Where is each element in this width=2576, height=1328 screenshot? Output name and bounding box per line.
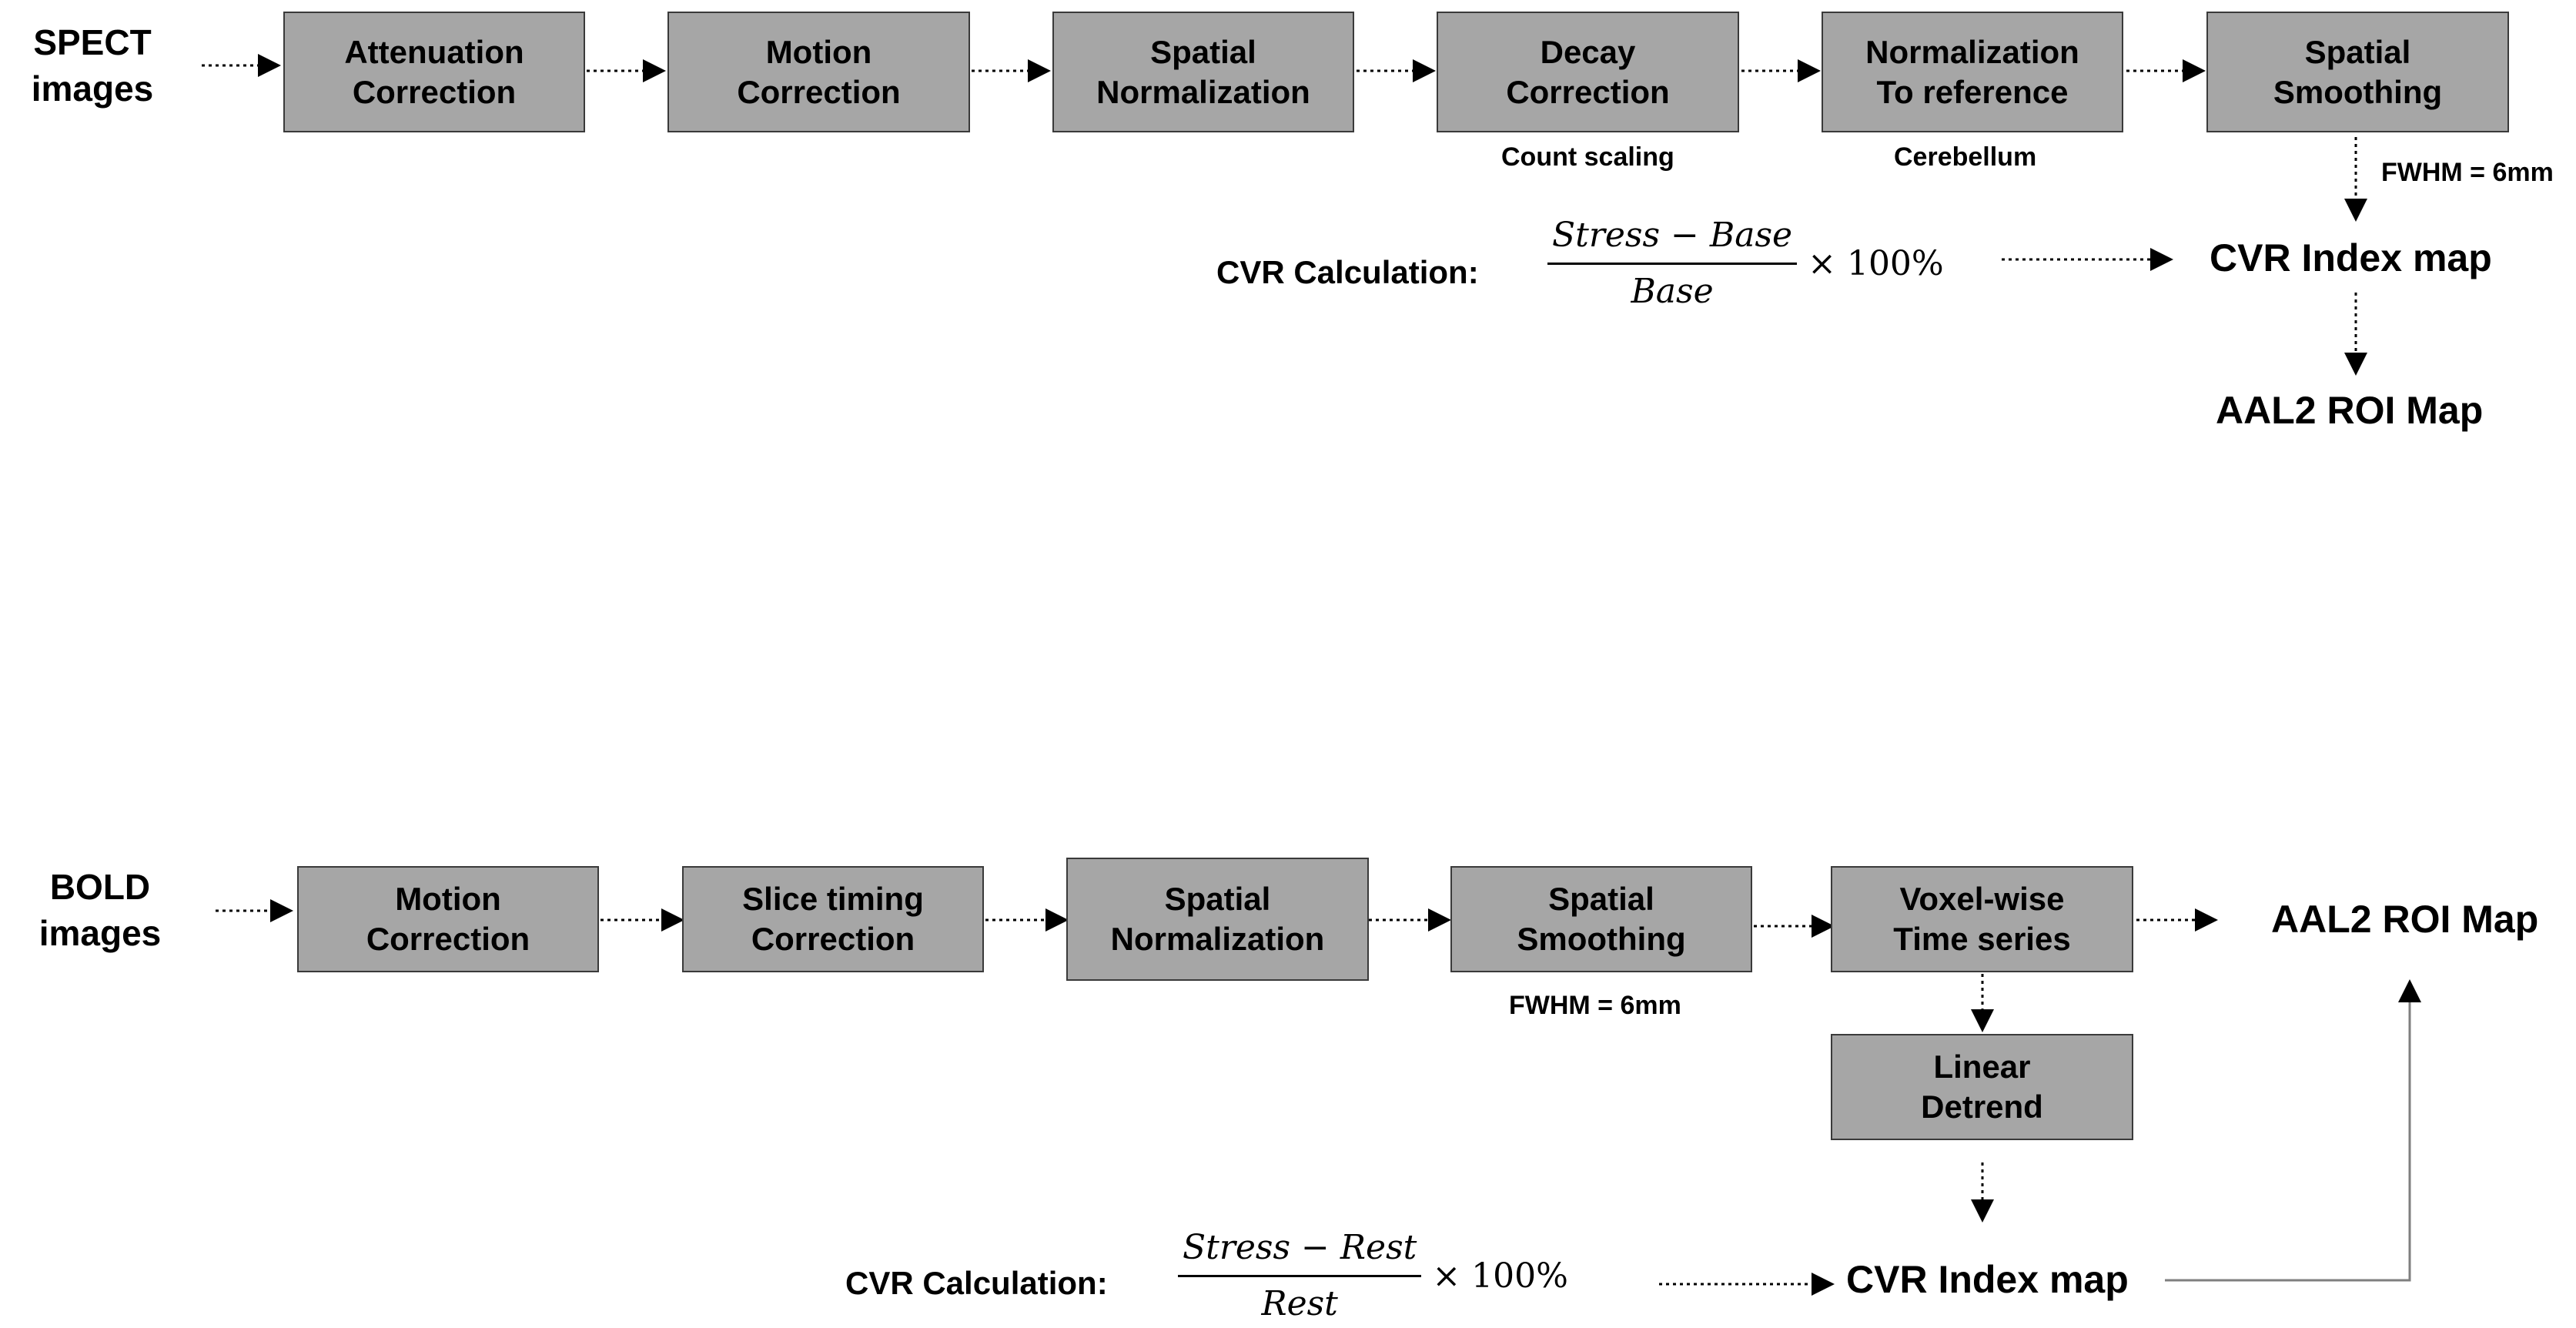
bold-cvr-formula: Stress − Rest Rest × 100%	[1178, 1224, 1568, 1328]
spect-formula-numerator: Stress − Base	[1552, 216, 1793, 255]
spect-note-cerebellum: Cerebellum	[1894, 142, 2037, 172]
step-label: Attenuation Correction	[344, 33, 524, 110]
bold-step-spatial-normalization: Spatial Normalization	[1066, 858, 1369, 981]
step-label: Normalization To reference	[1865, 33, 2079, 110]
bold-formula-numerator: Stress − Rest	[1183, 1228, 1417, 1267]
spect-step-attenuation-correction: Attenuation Correction	[283, 12, 585, 132]
spect-cvr-index-map: CVR Index map	[2210, 236, 2492, 279]
spect-source-label: SPECT images	[31, 22, 154, 109]
spect-formula-denominator: Base	[1631, 272, 1714, 311]
bold-formula-denominator: Rest	[1261, 1284, 1338, 1323]
spect-aal2-roi-map: AAL2 ROI Map	[2216, 389, 2484, 432]
arrow-bold-index-to-roi	[2165, 979, 2421, 1282]
spect-step-decay-correction: Decay Correction	[1437, 12, 1739, 132]
spect-step-normalization-reference: Normalization To reference	[1822, 12, 2123, 132]
bold-note-fwhm: FWHM = 6mm	[1509, 991, 1681, 1020]
spect-note-count-scaling: Count scaling	[1501, 142, 1674, 172]
step-label: Voxel-wise Time series	[1893, 881, 2071, 957]
spect-formula-fraction: Stress − Base Base	[1547, 212, 1798, 316]
bold-step-linear-detrend: Linear Detrend	[1831, 1034, 2133, 1140]
bold-cvr-calculation-label: CVR Calculation:	[845, 1265, 1108, 1301]
spect-cvr-formula: Stress − Base Base × 100%	[1547, 212, 1944, 316]
step-label: Motion Correction	[737, 33, 901, 110]
bold-step-spatial-smoothing: Spatial Smoothing	[1450, 866, 1752, 972]
bold-cvr-index-map: CVR Index map	[1846, 1258, 2129, 1301]
step-label: Spatial Smoothing	[2273, 33, 2443, 110]
bold-source-label: BOLD images	[38, 867, 162, 953]
spect-cvr-calculation-label: CVR Calculation:	[1216, 254, 1479, 290]
bold-formula-multiplier: × 100%	[1432, 1256, 1568, 1296]
step-label: Decay Correction	[1506, 33, 1670, 110]
step-label: Linear Detrend	[1921, 1049, 2043, 1125]
spect-step-spatial-normalization: Spatial Normalization	[1052, 12, 1354, 132]
spect-formula-multiplier: × 100%	[1808, 244, 1944, 283]
fraction-bar	[1178, 1275, 1422, 1277]
bold-step-motion-correction: Motion Correction	[297, 866, 599, 972]
spect-note-fwhm: FWHM = 6mm	[2381, 158, 2554, 187]
bold-step-slice-timing-correction: Slice timing Correction	[682, 866, 984, 972]
step-label: Spatial Normalization	[1096, 33, 1310, 110]
step-label: Motion Correction	[366, 881, 530, 957]
spect-step-spatial-smoothing: Spatial Smoothing	[2206, 12, 2509, 132]
bold-formula-fraction: Stress − Rest Rest	[1178, 1224, 1422, 1328]
spect-step-motion-correction: Motion Correction	[667, 12, 970, 132]
step-label: Spatial Smoothing	[1517, 881, 1686, 957]
step-label: Slice timing Correction	[742, 881, 924, 957]
bold-aal2-roi-map: AAL2 ROI Map	[2271, 898, 2539, 941]
bold-step-voxel-wise-time-series: Voxel-wise Time series	[1831, 866, 2133, 972]
fraction-bar	[1547, 263, 1798, 265]
step-label: Spatial Normalization	[1110, 881, 1325, 957]
